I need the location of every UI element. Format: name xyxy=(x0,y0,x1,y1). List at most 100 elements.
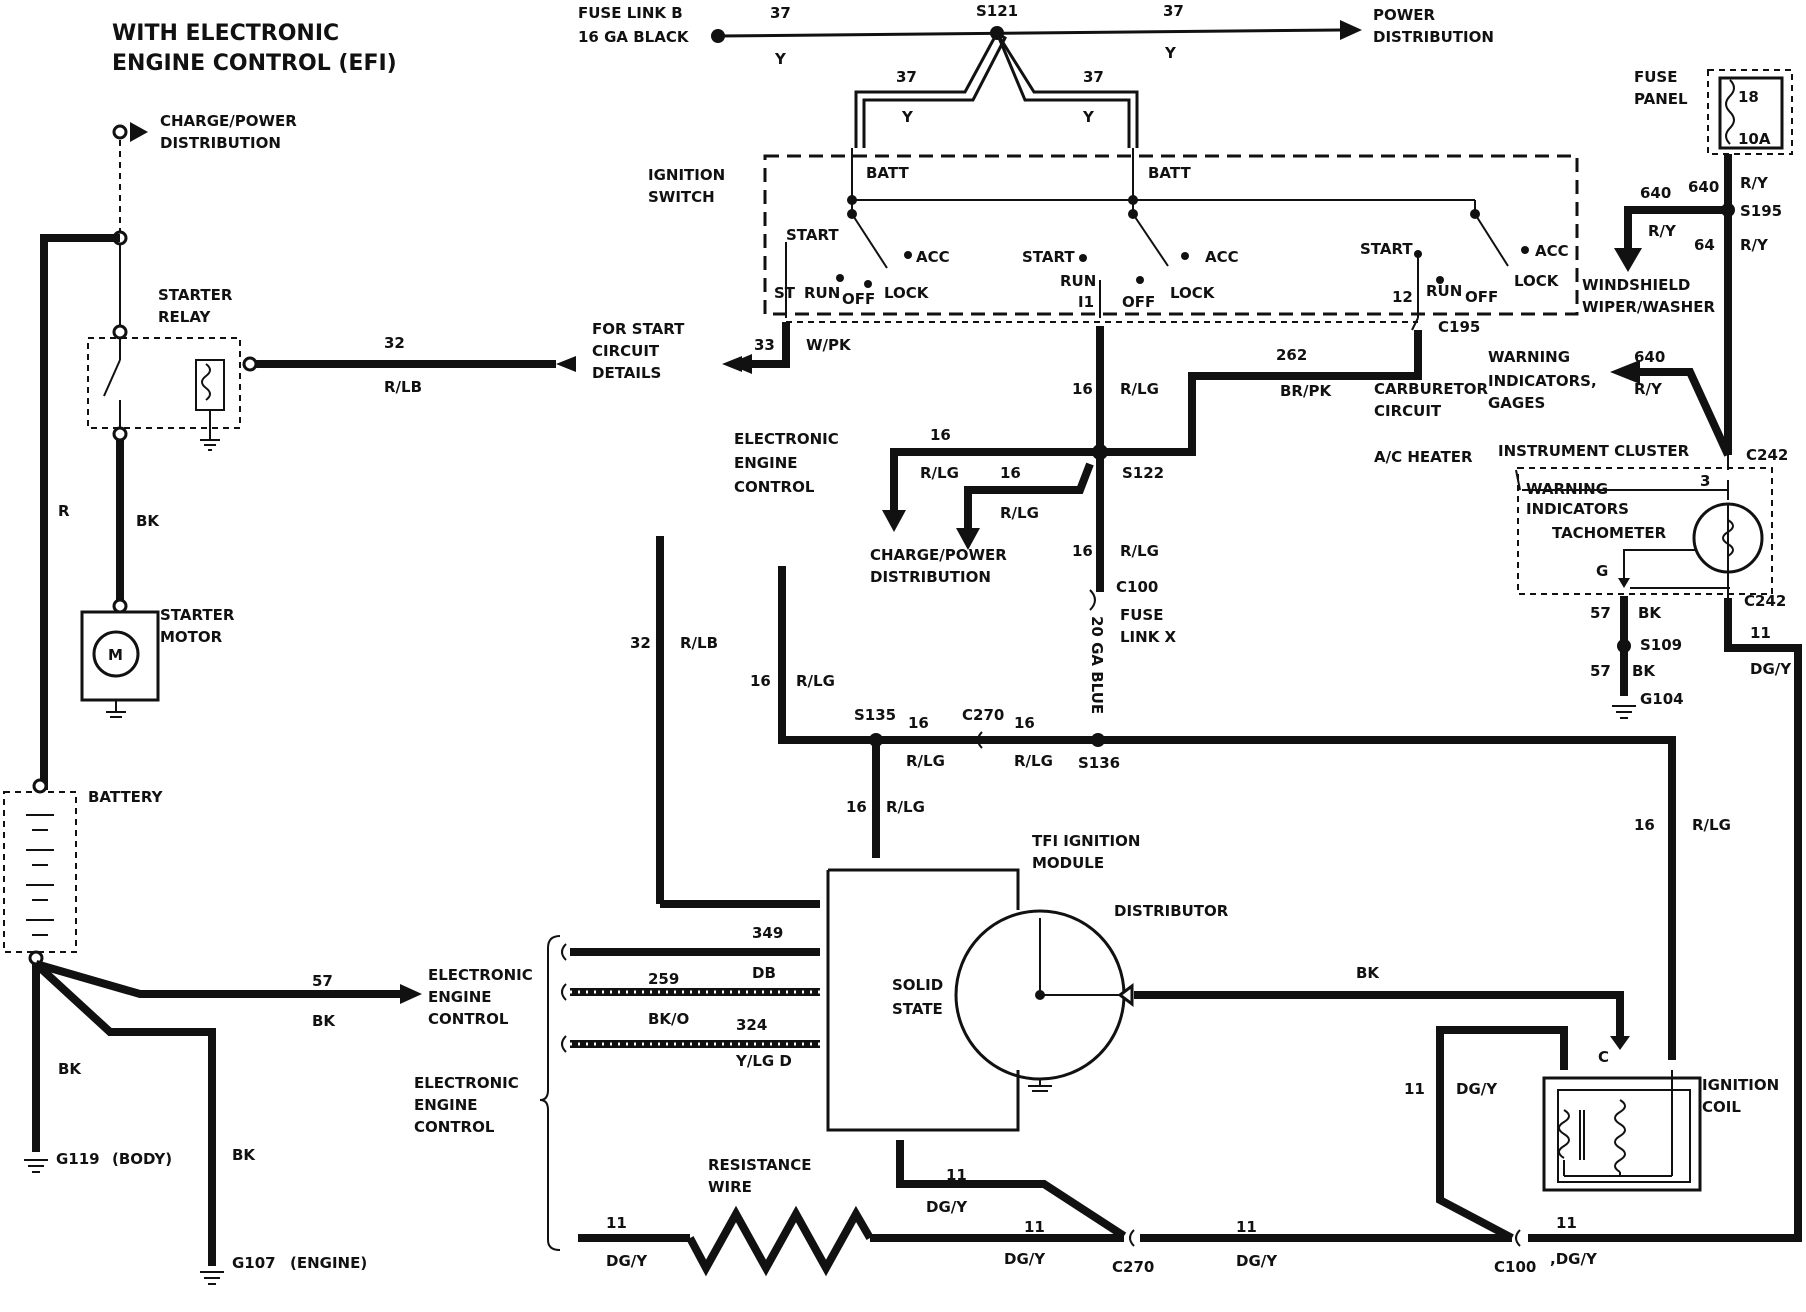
wire-code: 37 xyxy=(1163,2,1184,20)
wire-code: 57 xyxy=(1590,662,1611,680)
wire-color: Y xyxy=(774,50,787,68)
wire-code: 640 xyxy=(1634,348,1665,366)
fuse-link-x-label: FUSE xyxy=(1120,606,1163,624)
wire-color: R/LG xyxy=(1014,752,1053,770)
r-lg-bus xyxy=(656,536,1676,1060)
windshield-label: WINDSHIELD xyxy=(1582,276,1690,294)
carb-circuit-label: CARBURETOR xyxy=(1374,380,1489,398)
ground-g107-suffix: (ENGINE) xyxy=(290,1254,367,1272)
wire-code: 16 xyxy=(1072,380,1093,398)
power-distribution-label: DISTRIBUTION xyxy=(1373,28,1494,46)
resistance-wire-label: WIRE xyxy=(708,1178,752,1196)
wire-code: 37 xyxy=(896,68,917,86)
wire-color: R/LB xyxy=(384,378,422,396)
wire-color: BK xyxy=(232,1146,256,1164)
wire-color: BK xyxy=(58,1060,82,1078)
ground-g107-label: G107 xyxy=(232,1254,276,1272)
lock-label: LOCK xyxy=(1170,284,1216,302)
wire-color: Y xyxy=(1082,108,1095,126)
fuse-panel-label: FUSE xyxy=(1634,68,1677,86)
wire-color: R/Y xyxy=(1740,174,1769,192)
solid-state-label: STATE xyxy=(892,1000,943,1018)
starter-motor-label: STARTER xyxy=(160,606,235,624)
wire-color: R/LG xyxy=(1000,504,1039,522)
resistance-wire-label: RESISTANCE xyxy=(708,1156,811,1174)
coil-terminal-c-label: C xyxy=(1598,1048,1609,1066)
starter-relay-label: STARTER xyxy=(158,286,233,304)
tach-signal-wire xyxy=(1528,598,1802,1242)
diagram-title-line1: WITH ELECTRONIC xyxy=(112,21,339,46)
charge-power-top-label: CHARGE/POWER xyxy=(160,112,297,130)
connector-c270-label: C270 xyxy=(962,706,1004,724)
battery xyxy=(3,778,77,966)
charge-power-mid-label: DISTRIBUTION xyxy=(870,568,991,586)
wire-color: R/LB xyxy=(680,634,718,652)
lock-label: LOCK xyxy=(884,284,930,302)
starter-motor-label: MOTOR xyxy=(160,628,223,646)
wire-color: R/Y xyxy=(1740,236,1769,254)
ignition-switch xyxy=(763,148,1579,331)
wire-code: 37 xyxy=(1083,68,1104,86)
start-label: START xyxy=(1360,240,1413,258)
wire-color: R/Y xyxy=(1648,222,1677,240)
gauge-blue-label: 20 GA BLUE xyxy=(1088,616,1106,714)
wire-color: R/Y xyxy=(1634,380,1663,398)
wire-code: 349 xyxy=(752,924,783,942)
tfi-module-label: TFI IGNITION xyxy=(1032,832,1140,850)
wire-code: 11 xyxy=(1556,1214,1577,1232)
warning-gages-label: WARNING xyxy=(1488,348,1570,366)
wire-code: 262 xyxy=(1276,346,1307,364)
lock-label: LOCK xyxy=(1514,272,1560,290)
wire-code: 32 xyxy=(630,634,651,652)
wire-color: R/LG xyxy=(906,752,945,770)
wire-code: 640 xyxy=(1640,184,1671,202)
connector-c242-label: C242 xyxy=(1746,446,1788,464)
motor-symbol: M xyxy=(108,646,123,664)
tfi-module-label: MODULE xyxy=(1032,854,1104,872)
ground-g119-label: G119 xyxy=(56,1150,100,1168)
eec-label: ENGINE xyxy=(428,988,492,1006)
starter-motor: M xyxy=(80,598,160,718)
wire-color: DG/Y xyxy=(606,1252,648,1270)
wire-color: R/LG xyxy=(1692,816,1731,834)
wire-color: BK xyxy=(1632,662,1656,680)
wire-code: 11 xyxy=(1750,624,1771,642)
eec-label: ELECTRONIC xyxy=(414,1074,519,1092)
arrow-icon xyxy=(1610,360,1640,384)
connector-c270-label: C270 xyxy=(1112,1258,1154,1276)
battery-ground-wires xyxy=(24,960,422,1285)
wire-code: 11 xyxy=(946,1166,967,1184)
wire-color: DG/Y xyxy=(1750,660,1792,678)
wire-code: 11 xyxy=(1236,1218,1257,1236)
diagram-title-line2: ENGINE CONTROL (EFI) xyxy=(112,51,397,76)
fuse-link-x-label: LINK X xyxy=(1120,628,1177,646)
wire-color: BK xyxy=(1356,964,1380,982)
dgy-circuit xyxy=(578,1026,1568,1277)
start-circuit-label: CIRCUIT xyxy=(592,342,660,360)
wire-code: 640 xyxy=(1688,178,1719,196)
wire-code: 37 xyxy=(770,4,791,22)
wire-color: DG/Y xyxy=(1004,1250,1046,1268)
connector-c242-label: C242 xyxy=(1744,592,1786,610)
wire-color: Y/LG D xyxy=(735,1052,792,1070)
eec-label: CONTROL xyxy=(734,478,815,496)
wire-code: 16 xyxy=(846,798,867,816)
run-label: RUN xyxy=(1060,272,1096,290)
start-label: START xyxy=(1022,248,1075,266)
batt-label: BATT xyxy=(866,164,909,182)
warning-gages-label: INDICATORS, xyxy=(1488,372,1597,390)
splice-s122-label: S122 xyxy=(1122,464,1164,482)
acc-label: ACC xyxy=(1535,242,1569,260)
wire-code: 33 xyxy=(754,336,775,354)
wire-color: BK xyxy=(1638,604,1662,622)
wire-color: DG/Y xyxy=(1236,1252,1278,1270)
start-circuit-wire xyxy=(256,322,790,374)
splice-s195-label: S195 xyxy=(1740,202,1782,220)
eec-label: CONTROL xyxy=(428,1010,509,1028)
wire-code: 11 xyxy=(606,1214,627,1232)
warning-indicators-label: WARNING xyxy=(1526,480,1608,498)
ground-g104-label: G104 xyxy=(1640,690,1684,708)
wire-color: DB xyxy=(752,964,776,982)
fuse-18-label: 18 xyxy=(1738,88,1759,106)
